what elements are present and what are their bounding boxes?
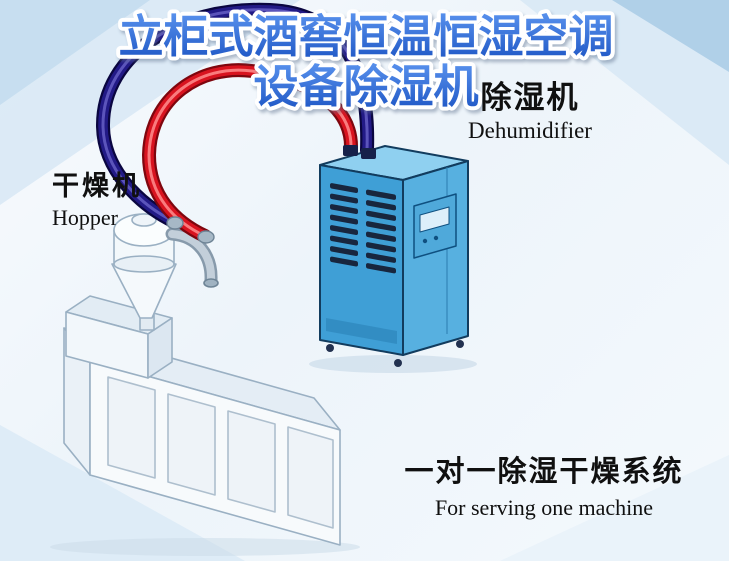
dehumidifier-knob [433,235,439,241]
bg-triangle-bottom-right [500,455,729,561]
dehumidifier-grille [330,183,396,274]
hopper-label-cn: 干燥机 [52,171,142,201]
dehumidifier-caster [326,344,334,352]
dehumidifier-right-face [402,160,469,356]
dehumidifier-label: 除湿机 Dehumidifier [440,72,620,144]
hopper-duct-flange [203,278,219,288]
dehumidifier-label-en: Dehumidifier [468,118,592,143]
bg-triangle-top-left-inner [0,0,150,105]
main-title: 立柜式酒窖恒温恒湿空调 设备除湿机 [114,7,617,116]
extruder-door-panel [287,426,334,529]
dehumidifier-shadow [309,355,477,373]
bg-triangle-bottom-left [0,425,245,561]
dehumidifier-cabinet [319,145,469,367]
dehumidifier-display [419,206,450,233]
tagline: 一对一除湿干燥系统 For serving one machine [388,448,700,521]
extruder-machine [63,295,341,546]
dehumidifier-lower-vent [326,318,397,344]
hopper-body-base [113,255,175,273]
hopper-label: 干燥机 Hopper [52,164,182,231]
dehumidifier-caster [394,359,402,367]
hopper-dome-cap [131,213,157,227]
dehumidifier-pipe-stub [361,148,376,159]
red-pipe [141,63,359,243]
title-line-1: 立柜式酒窖恒温恒湿空调 [118,11,613,62]
title-line-2: 设备除湿机 [253,61,478,112]
hopper-duct [168,230,216,284]
navy-pipe [95,2,375,229]
hopper-pipe-fitting [197,230,215,244]
hopper-pipe-fitting [166,216,184,230]
bg-triangle-top-right [520,0,729,165]
hopper-label-en: Hopper [52,205,118,230]
bg-triangle-top-right-corner [612,0,729,72]
extruder-door-panel [227,410,276,513]
tagline-cn: 一对一除湿干燥系统 [404,456,684,488]
hopper-dryer [111,213,219,331]
dehumidifier-front-face [319,164,404,356]
dehumidifier-pipe-stub [343,145,358,156]
extruder-shadow [50,538,360,556]
extruder-door-panel [167,393,216,496]
extruder-head-side [147,317,173,379]
dehumidifier-caster [456,340,464,348]
tagline-en: For serving one machine [434,495,654,520]
dehumidifier-label-cn: 除湿机 [480,80,580,115]
dehumidifier-knob [422,238,428,244]
extruder-door-panel [107,376,156,479]
